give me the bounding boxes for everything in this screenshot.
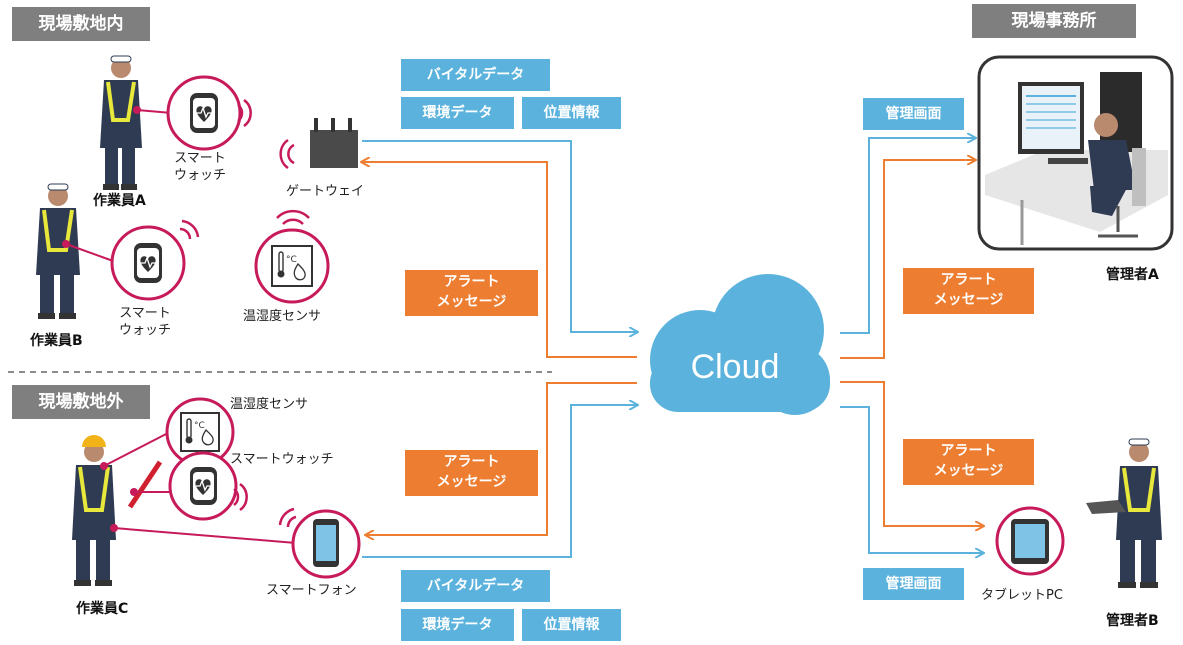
worker-a-figure	[100, 55, 173, 190]
manager-a-label: 管理者A	[1106, 267, 1159, 283]
flow-cloud-to-tablet-alert	[840, 381, 983, 526]
svg-text:°C: °C	[286, 255, 297, 265]
flow-cloud-to-tablet-screen	[840, 406, 983, 553]
svg-text:°C: °C	[194, 421, 205, 431]
smartphone-icon	[278, 507, 361, 579]
gateway-label: ゲートウェイ	[286, 184, 365, 199]
sensor-outside-icon: °C	[165, 397, 235, 467]
vital-data-box-upper: バイタルデータ	[401, 59, 550, 91]
worker-c-figure	[72, 431, 297, 586]
worker-b-figure	[36, 183, 117, 319]
alert-line-2: メッセージ	[933, 292, 1004, 308]
alert-box-left-lower: アラート メッセージ	[405, 450, 538, 496]
alert-box-left-upper: アラート メッセージ	[405, 270, 538, 316]
gateway-icon	[279, 118, 358, 170]
alert-line-1: アラート	[940, 443, 997, 459]
tablet-label: タブレットPC	[981, 588, 1063, 603]
alert-line-2: メッセージ	[436, 474, 507, 490]
alert-box-right-lower: アラート メッセージ	[903, 439, 1034, 485]
smartwatch-c-icon	[168, 451, 248, 521]
alert-line-2: メッセージ	[436, 294, 507, 310]
cloud-icon	[650, 274, 830, 415]
alert-box-right-upper: アラート メッセージ	[903, 268, 1034, 314]
smartwatch-b-label: スマート ウォッチ	[105, 305, 185, 339]
smartwatch-b-label-line-1: スマート	[119, 306, 171, 321]
section-tag-site-inside: 現場敷地内	[12, 7, 150, 41]
office-workstation-icon	[977, 55, 1174, 251]
section-tag-site-outside: 現場敷地外	[12, 385, 150, 419]
cloud-label: Cloud	[690, 348, 780, 386]
worker-b-label: 作業員B	[30, 333, 83, 349]
smartwatch-a-icon	[166, 75, 252, 151]
flow-cloud-to-manager-a-alert	[840, 160, 975, 359]
worker-c-label: 作業員C	[76, 601, 129, 617]
admin-screen-box-upper: 管理画面	[863, 98, 964, 130]
flow-gateway-to-cloud	[362, 140, 637, 332]
tablet-icon	[995, 506, 1065, 576]
flow-cloud-to-manager-a-screen	[840, 138, 975, 334]
location-box-upper: 位置情報	[522, 97, 621, 129]
env-data-box-lower: 環境データ	[401, 609, 514, 641]
flow-cloud-to-gateway	[362, 162, 637, 358]
alert-line-1: アラート	[443, 274, 500, 290]
env-data-box-upper: 環境データ	[401, 97, 514, 129]
smartwatch-a-label-line-2: ウォッチ	[173, 168, 226, 183]
smartwatch-a-label: スマート ウォッチ	[160, 150, 240, 184]
manager-b-label: 管理者B	[1106, 613, 1159, 629]
admin-screen-box-lower: 管理画面	[863, 568, 964, 600]
flow-phone-to-cloud	[362, 405, 637, 558]
sensor-inside-label: 温湿度センサ	[243, 309, 322, 324]
smartwatch-b-label-line-2: ウォッチ	[118, 323, 171, 338]
flow-cloud-to-phone	[366, 382, 637, 535]
section-tag-office: 現場事務所	[972, 4, 1136, 38]
alert-line-1: アラート	[940, 272, 997, 288]
manager-b-figure	[1086, 438, 1162, 588]
sensor-inside-icon: °C	[254, 209, 330, 304]
alert-line-1: アラート	[443, 454, 500, 470]
smartwatch-c-label: スマートウォッチ	[230, 452, 334, 467]
location-box-lower: 位置情報	[522, 609, 621, 641]
worker-a-label: 作業員A	[93, 193, 146, 209]
smartphone-label: スマートフォン	[266, 583, 357, 598]
sensor-outside-label: 温湿度センサ	[230, 397, 309, 412]
smartwatch-b-icon	[110, 219, 200, 301]
alert-line-2: メッセージ	[933, 463, 1004, 479]
vital-data-box-lower: バイタルデータ	[401, 570, 550, 602]
smartwatch-a-label-line-1: スマート	[174, 151, 226, 166]
